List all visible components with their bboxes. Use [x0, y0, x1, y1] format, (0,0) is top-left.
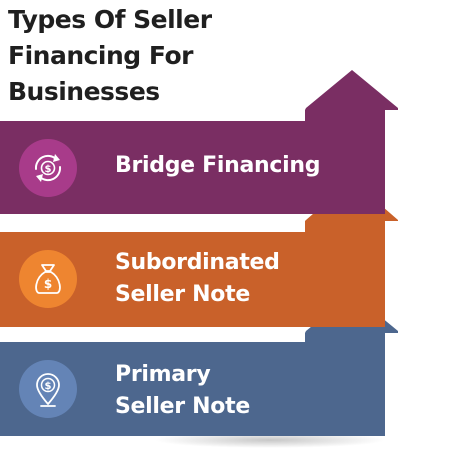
step-label-primary-seller-note: Primary Seller Note [115, 359, 250, 423]
step-1-line-1: Bridge Financing [115, 153, 321, 178]
arrow-primary-seller-note [0, 293, 398, 436]
svg-text:$: $ [44, 277, 52, 291]
money-bag-icon: $ [19, 250, 77, 308]
step-2-line-2: Seller Note [115, 282, 250, 307]
diagram-title: Types Of Seller Financing For Businesses [8, 2, 212, 110]
arrow-bridge-financing [0, 70, 398, 214]
svg-text:$: $ [45, 164, 52, 175]
step-label-bridge-financing: Bridge Financing [115, 150, 320, 182]
dollar-cycle-icon: $ [19, 139, 77, 197]
title-line-2: Financing For [8, 41, 193, 70]
svg-text:$: $ [45, 381, 52, 392]
step-3-line-1: Primary [115, 362, 211, 387]
title-line-1: Types Of Seller [8, 5, 212, 34]
step-2-line-1: Subordinated [115, 250, 280, 275]
location-pin-dollar-icon: $ [19, 360, 77, 418]
step-label-subordinated-seller-note: Subordinated Seller Note [115, 247, 280, 311]
title-line-3: Businesses [8, 77, 160, 106]
step-3-line-2: Seller Note [115, 394, 250, 419]
arrow-subordinated-seller-note [0, 180, 398, 327]
